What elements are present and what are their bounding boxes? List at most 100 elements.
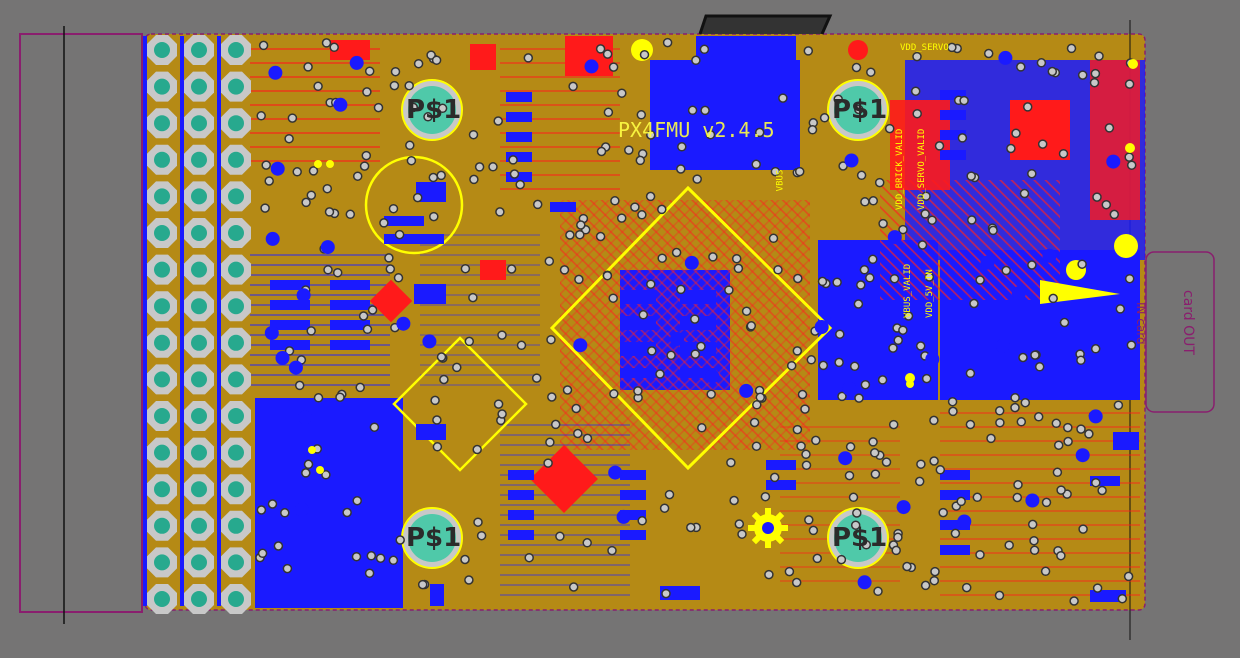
card-in-label: IN card (1134, 302, 1148, 345)
header-pin-hole (154, 115, 170, 132)
via (797, 389, 808, 400)
via (645, 191, 656, 202)
via (1001, 265, 1011, 276)
via (375, 553, 386, 563)
via (837, 391, 847, 402)
via (1063, 422, 1073, 433)
via (752, 400, 762, 410)
via (786, 360, 797, 371)
header-pin-hole (228, 554, 244, 571)
via (497, 330, 507, 340)
via (388, 203, 399, 214)
via (264, 326, 279, 340)
via (995, 338, 1010, 353)
via (1109, 209, 1120, 220)
header-pin-hole (154, 371, 170, 388)
via (804, 515, 814, 525)
via (819, 113, 830, 123)
net-label-vdd-servo-valid: VDD_SERVO_VALID (917, 128, 927, 210)
via (1029, 545, 1040, 556)
via (646, 279, 656, 289)
smd-pads (270, 90, 1126, 606)
via (261, 160, 271, 170)
via (258, 40, 269, 51)
header-pin-hole (154, 517, 170, 534)
via (1019, 188, 1030, 199)
via (773, 265, 783, 275)
via (574, 274, 584, 285)
via (684, 255, 699, 270)
via (322, 183, 333, 194)
via (321, 38, 332, 48)
via (1063, 436, 1073, 447)
via (1025, 493, 1040, 508)
via (265, 231, 280, 246)
header-pin-hole (154, 225, 170, 241)
via (856, 170, 867, 181)
via (948, 406, 958, 417)
via (476, 530, 487, 541)
via (607, 545, 617, 556)
header-pin-hole (228, 115, 244, 132)
via (1040, 566, 1051, 577)
via (887, 230, 902, 245)
via (1056, 550, 1066, 561)
via (568, 582, 579, 592)
via (737, 529, 747, 539)
via (746, 321, 757, 331)
via (1011, 286, 1026, 301)
via (1104, 123, 1115, 133)
via (417, 579, 428, 590)
via (468, 129, 479, 140)
via (811, 435, 821, 446)
via (1089, 77, 1100, 88)
via (910, 86, 921, 96)
header-pin-hole (228, 591, 244, 607)
via (1030, 350, 1040, 360)
via (406, 155, 417, 166)
via (555, 531, 565, 542)
via (568, 81, 578, 92)
via (303, 459, 314, 470)
via (1056, 485, 1066, 495)
header-pin-hole (228, 517, 244, 534)
via (362, 324, 373, 335)
servo-pin-header (143, 35, 251, 614)
header-pin-hole (228, 298, 244, 315)
via (474, 162, 485, 172)
via (1052, 467, 1063, 478)
via (980, 255, 995, 270)
via (596, 146, 607, 157)
via (267, 499, 278, 509)
header-pin-hole (228, 408, 244, 424)
via (690, 349, 701, 359)
via (754, 127, 765, 138)
via (256, 505, 267, 515)
via (602, 49, 613, 59)
via (986, 433, 996, 444)
header-pin-hole (154, 42, 170, 58)
via (550, 419, 561, 430)
via (1027, 168, 1037, 179)
mcu-footprint (549, 185, 833, 471)
header-pin-hole (154, 481, 170, 498)
via (965, 419, 976, 430)
via (516, 340, 527, 351)
via (1011, 128, 1021, 139)
header-pin-hole (191, 225, 207, 241)
via (921, 373, 932, 384)
via (877, 375, 888, 385)
via (676, 284, 686, 295)
header-pin-hole (154, 554, 170, 571)
via (609, 389, 619, 399)
via (690, 314, 700, 324)
via (1051, 418, 1062, 429)
via (868, 196, 879, 206)
via (924, 272, 935, 282)
via (726, 457, 736, 468)
via (303, 62, 313, 72)
via (898, 325, 908, 335)
via (396, 316, 411, 331)
via-field (255, 37, 1137, 606)
via (544, 256, 555, 266)
